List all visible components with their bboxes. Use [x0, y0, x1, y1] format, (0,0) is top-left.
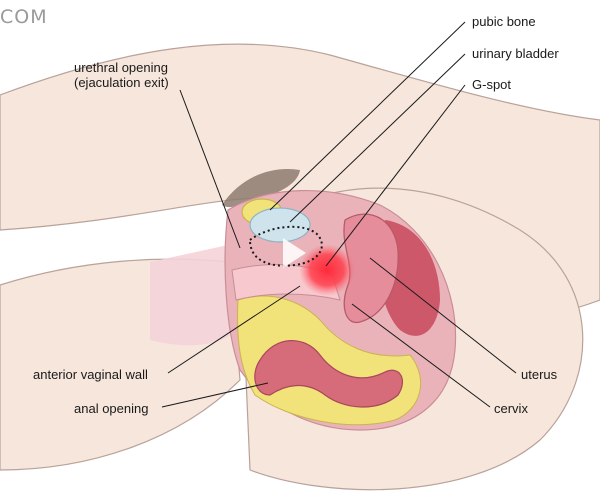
label-g-spot: G-spot: [472, 77, 512, 92]
leader-urinary-bladder: [289, 53, 466, 223]
label-urethral-opening: urethral opening (ejaculation exit): [74, 60, 169, 90]
g-spot-marker: [299, 244, 355, 296]
urinary-bladder-shape: [249, 207, 311, 243]
leader-uterus: [369, 257, 517, 374]
leader-anterior-wall: [167, 285, 301, 374]
leader-pubic-bone: [269, 21, 466, 211]
label-cervix: cervix: [494, 401, 528, 416]
label-urethral-line1: urethral opening: [74, 60, 168, 75]
leader-g-spot: [325, 84, 466, 267]
intestine-shape: [254, 340, 403, 408]
label-uterus: uterus: [521, 367, 558, 382]
pubic-hair-shape: [222, 168, 300, 208]
vulva-band-shape: [150, 245, 238, 346]
label-urethral-line2: (ejaculation exit): [74, 75, 169, 90]
watermark-text: COM: [0, 6, 48, 28]
leader-urethral: [179, 89, 241, 249]
label-anterior-vaginal-wall: anterior vaginal wall: [33, 367, 148, 382]
label-pubic-bone: pubic bone: [472, 14, 536, 29]
play-triangle-overlay: [283, 238, 306, 268]
leader-cervix: [351, 303, 491, 408]
label-urinary-bladder: urinary bladder: [472, 46, 559, 61]
leader-anal-opening: [161, 382, 269, 408]
label-anal-opening: anal opening: [74, 401, 149, 416]
